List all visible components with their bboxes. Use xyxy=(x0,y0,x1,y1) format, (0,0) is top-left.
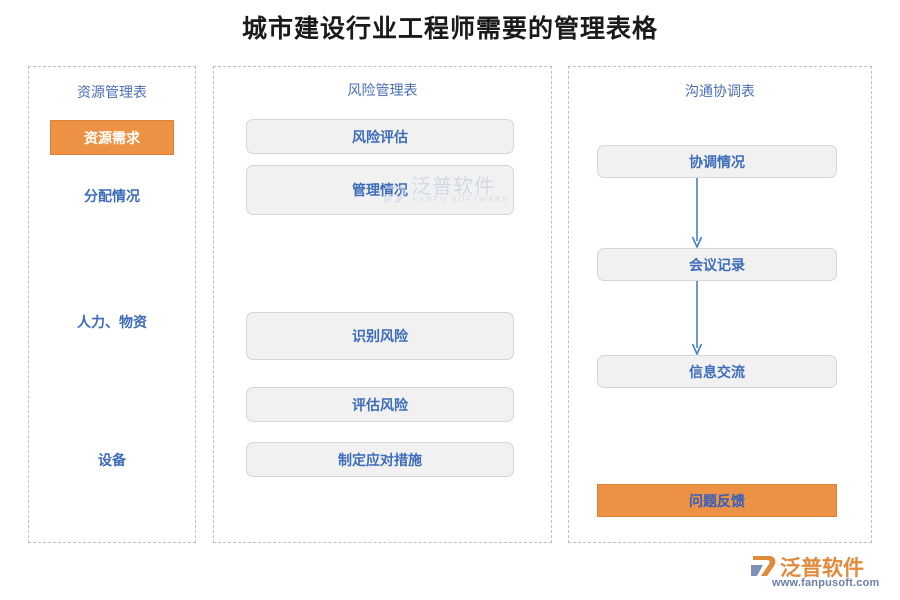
resource-highlight-resource-demand[interactable]: 资源需求 xyxy=(50,120,174,155)
panel-communication-coordination: 沟通协调表 协调情况 会议记录 信息交流 问题反馈 xyxy=(568,66,872,543)
comm-box-meeting-records[interactable]: 会议记录 xyxy=(597,248,837,281)
risk-box-formulate-countermeasures[interactable]: 制定应对措施 xyxy=(246,442,514,477)
brand-url: www.fanpusoft.com xyxy=(772,577,880,589)
comm-box-information-exchange[interactable]: 信息交流 xyxy=(597,355,837,388)
panel-resource-header: 资源管理表 xyxy=(77,84,147,100)
brand-name: 泛普软件 xyxy=(780,557,864,580)
risk-box-identify-risk[interactable]: 识别风险 xyxy=(246,312,514,360)
resource-item-equipment[interactable]: 设备 xyxy=(98,452,126,468)
resource-item-allocation[interactable]: 分配情况 xyxy=(84,188,140,204)
page-title: 城市建设行业工程师需要的管理表格 xyxy=(241,16,658,43)
risk-box-assess-risk[interactable]: 评估风险 xyxy=(246,387,514,422)
risk-box-management-status[interactable]: 管理情况 xyxy=(246,165,514,215)
brand-logo: 泛普软件 www.fanpusoft.com xyxy=(750,552,890,594)
comm-highlight-issue-feedback[interactable]: 问题反馈 xyxy=(597,484,837,517)
arrow-connector-2 xyxy=(690,281,704,355)
panel-resource-management: 资源管理表 资源需求 分配情况 人力、物资 设备 xyxy=(28,66,196,543)
panel-risk-management: 风险管理表 风险评估 管理情况 识别风险 评估风险 制定应对措施 xyxy=(213,66,552,543)
resource-item-manpower-materials[interactable]: 人力、物资 xyxy=(77,314,147,330)
brand-logo-icon xyxy=(751,556,776,576)
risk-box-risk-evaluation[interactable]: 风险评估 xyxy=(246,119,514,154)
arrow-connector-1 xyxy=(690,178,704,248)
panel-communication-header: 沟通协调表 xyxy=(685,83,755,99)
comm-box-coordination-status[interactable]: 协调情况 xyxy=(597,145,837,178)
panel-risk-header: 风险管理表 xyxy=(347,82,418,98)
